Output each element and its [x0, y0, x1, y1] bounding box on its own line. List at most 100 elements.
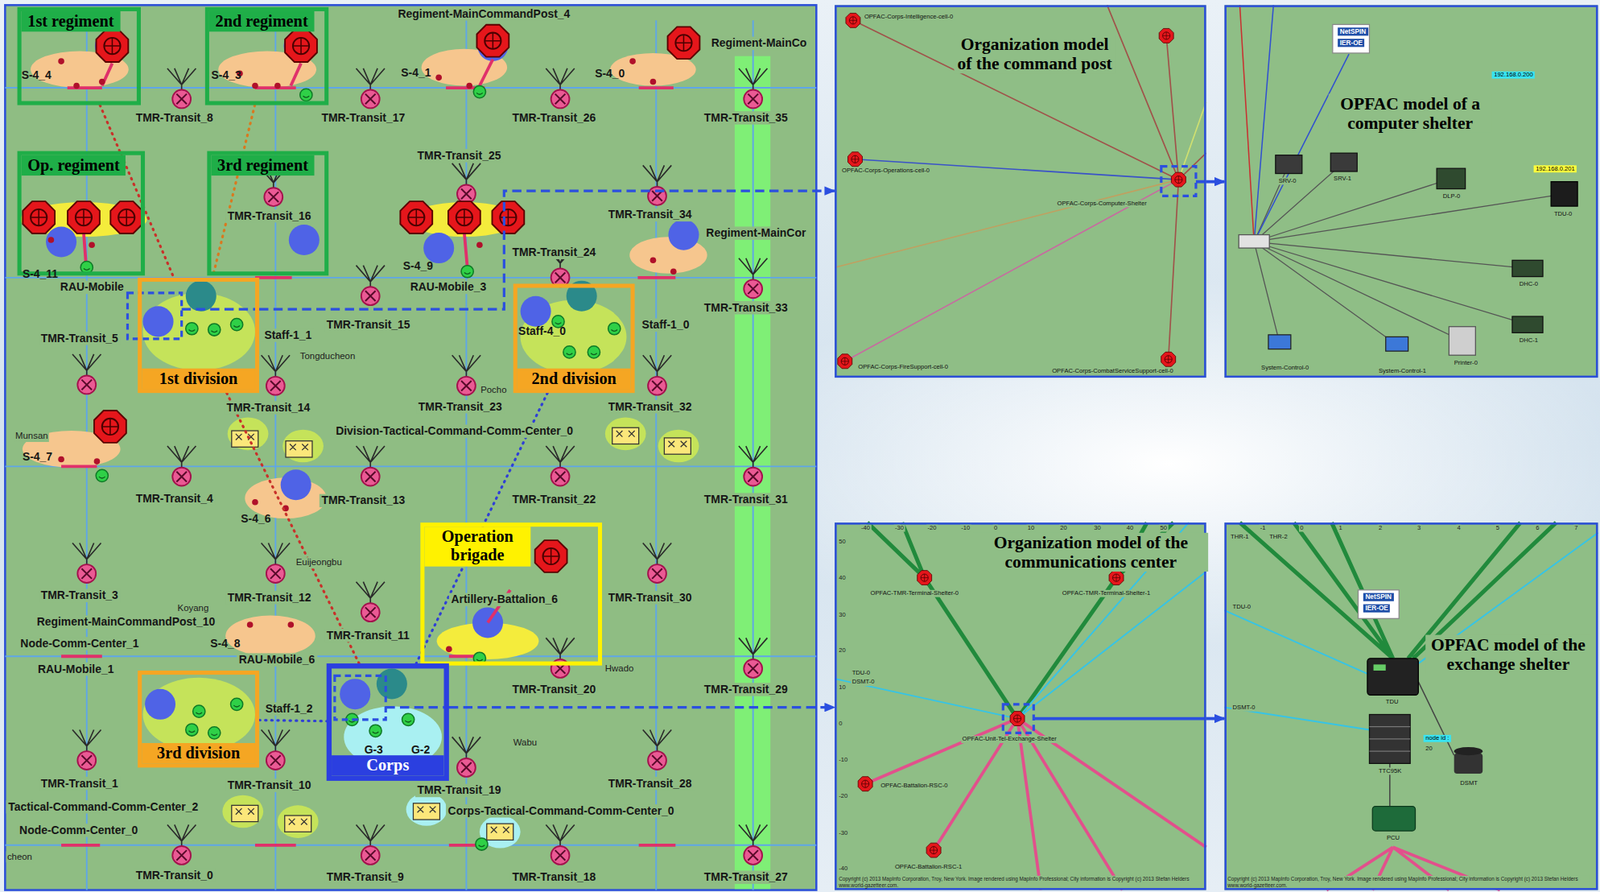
map-label: S-4_0 — [594, 67, 625, 82]
circle-shape — [465, 82, 473, 90]
axis-number: 40 — [837, 574, 847, 582]
circle-shape — [288, 621, 295, 628]
use-shape — [545, 445, 575, 486]
unit-box: 2nd division — [513, 283, 636, 393]
unit-title: Op. regiment — [21, 155, 127, 177]
g-shape — [185, 280, 598, 700]
rect-shape — [1512, 259, 1543, 277]
place-name: cheon — [6, 850, 34, 862]
circle-shape — [57, 456, 65, 463]
map-label: TMR-Transit_14 — [224, 400, 313, 415]
axis-number: 50 — [837, 537, 847, 545]
use-shape — [545, 68, 575, 108]
axis-number: -30 — [837, 829, 850, 838]
use-shape — [643, 729, 673, 770]
device-label: DSMT-0 — [850, 678, 875, 686]
path-shape — [1369, 726, 1411, 751]
unit-box: 1st division — [137, 277, 260, 393]
circle-shape — [98, 78, 106, 86]
map-label: S-4_8 — [210, 636, 240, 651]
rect-shape — [4, 4, 817, 890]
circle-shape — [339, 678, 371, 710]
axis-number: -10 — [960, 524, 972, 532]
axis-number: 0 — [993, 524, 999, 532]
map-label: TMR-Transit_29 — [701, 682, 790, 697]
use-shape — [67, 201, 100, 234]
map-label: G-2 — [411, 742, 430, 757]
use-shape — [837, 354, 853, 369]
use-shape — [473, 86, 486, 99]
use-shape — [461, 265, 474, 278]
ellipse-shape — [20, 202, 147, 237]
circle-shape — [45, 226, 77, 257]
use-shape — [475, 837, 488, 850]
circle-shape — [73, 82, 80, 90]
map-label: Regiment-MainCommandPost_10 — [34, 615, 218, 630]
map-label: Regiment-MainCor — [704, 226, 809, 240]
map-label: Staff-1_0 — [639, 318, 692, 333]
circle-shape — [57, 57, 65, 65]
map-label: Division-Tactical-Command-Comm-Center_0 — [334, 424, 576, 438]
rect-shape — [1373, 663, 1386, 671]
path-shape — [4, 20, 817, 890]
connector — [259, 719, 327, 721]
axis-number: -10 — [837, 755, 850, 763]
circle-shape — [94, 457, 101, 465]
rect-shape — [1454, 753, 1484, 774]
use-shape — [848, 152, 863, 167]
device-label: TDU-0 — [850, 669, 871, 677]
map-label: Node-Comm-Center_1 — [18, 636, 141, 651]
map-label: TMR-Transit_1 — [38, 776, 120, 791]
circle-shape — [48, 236, 55, 244]
map-label: Corps-Tactical-Command-Comm-Center_0 — [445, 804, 677, 818]
circle-shape — [274, 82, 281, 90]
circle-shape — [251, 498, 259, 506]
map-label: S-4_4 — [21, 68, 52, 83]
use-shape — [72, 543, 102, 583]
use-shape — [208, 323, 221, 336]
use-shape — [486, 823, 514, 840]
place-name: Euijeongbu — [294, 556, 343, 569]
use-shape — [857, 776, 873, 792]
circle-shape — [288, 224, 320, 256]
rect-shape — [1275, 155, 1303, 174]
use-shape — [545, 824, 575, 864]
map-label: TMR-Transit_34 — [606, 208, 694, 223]
map-label: Staff-1_1 — [262, 328, 314, 343]
use-shape — [185, 723, 198, 736]
axis-number: 50 — [1158, 524, 1168, 532]
badge-text: NetSPIN — [1337, 27, 1369, 36]
circle-shape — [650, 78, 657, 86]
g-shape — [834, 4, 1207, 361]
use-shape — [167, 824, 197, 864]
map-label: RAU-Mobile_6 — [236, 652, 318, 667]
axis-number: 20 — [837, 647, 847, 655]
device-label: TTC95K — [1377, 767, 1403, 775]
use-shape — [369, 724, 382, 737]
use-shape — [545, 637, 575, 677]
path-shape — [1239, 4, 1254, 242]
circle-shape — [423, 232, 454, 264]
map-label: TMR-Transit_23 — [416, 400, 504, 414]
copyright-note: Copyright (c) 2013 MapInfo Corporation, … — [1227, 875, 1590, 888]
circle-shape — [435, 74, 442, 82]
use-shape — [285, 441, 313, 458]
map-label: TMR-Transit_3 — [38, 589, 120, 603]
device-label: TDU-0 — [1553, 210, 1574, 218]
ellipse-shape — [222, 795, 264, 829]
use-shape — [1158, 28, 1174, 43]
device-label: OPFAC-TMR-Terminal-Shelter-0 — [869, 589, 960, 598]
use-shape — [535, 540, 568, 573]
device-label: THR-1 — [1229, 533, 1250, 541]
use-shape — [738, 637, 768, 677]
connector — [1206, 717, 1225, 721]
copyright-note: Copyright (c) 2013 MapInfo Corporation, … — [838, 875, 1201, 888]
use-shape — [96, 29, 129, 62]
use-shape — [230, 318, 244, 331]
device-label: DHC-0 — [1518, 280, 1540, 289]
device-label: TDU — [1384, 697, 1399, 706]
rect-shape — [834, 522, 1207, 890]
axis-number: 20 — [1059, 524, 1069, 532]
map-label: TMR-Transit_4 — [133, 491, 215, 506]
device-label: OPFAC-Corps-CombatServiceSupport-cell-0 — [1051, 367, 1175, 375]
